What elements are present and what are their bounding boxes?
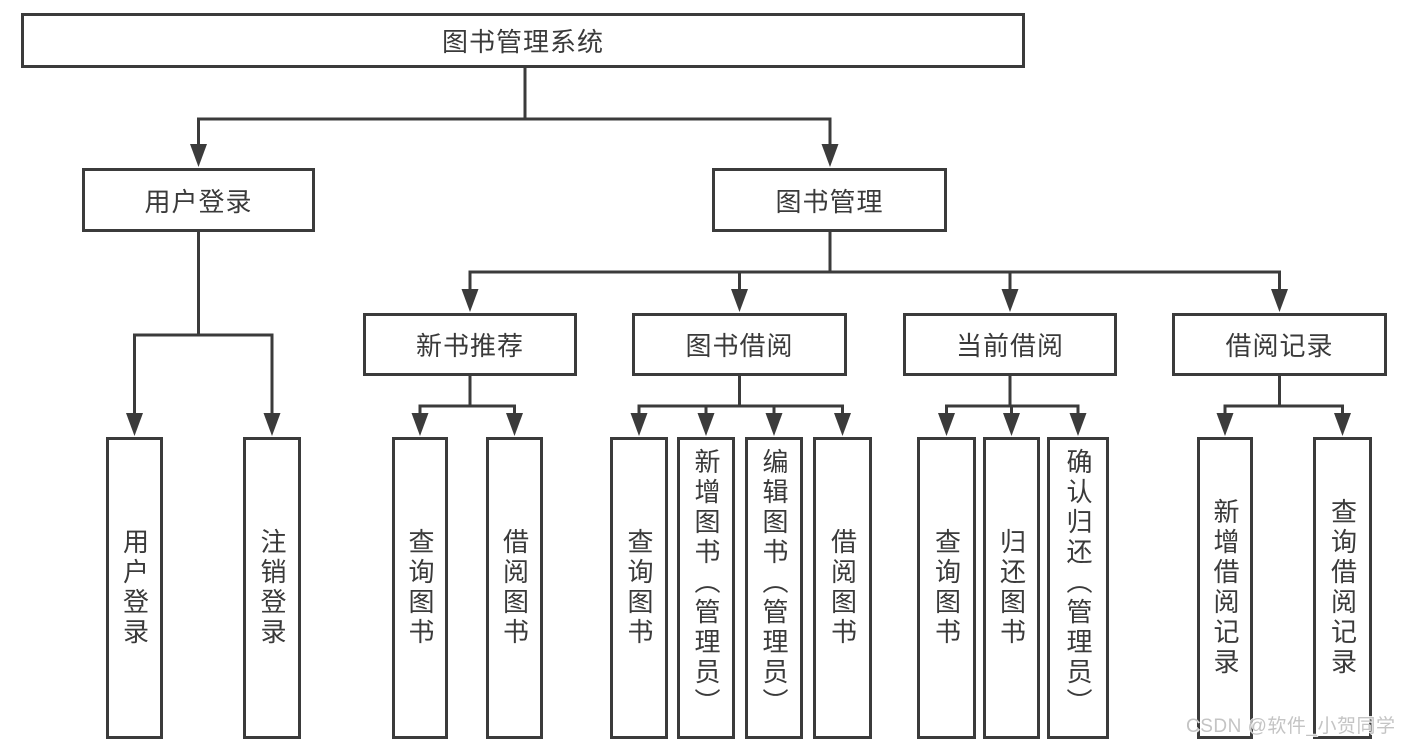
arrowhead [126, 413, 143, 436]
node-user-login: 用户登录 [82, 168, 315, 232]
leaf-return-books: 归还图书 [983, 437, 1040, 739]
arrowhead [938, 413, 955, 436]
leaf-label: 新增借阅记录 [1210, 498, 1240, 678]
arrowhead [263, 413, 281, 436]
arrowhead [697, 413, 715, 436]
leaf-label: 注销登录 [257, 528, 287, 648]
connector-book-borrow-children [630, 372, 851, 436]
arrowhead [461, 289, 479, 312]
arrowhead [1271, 289, 1288, 312]
leaf-label: 查询图书 [931, 528, 962, 648]
arrowhead [190, 144, 207, 167]
node-root: 图书管理系统 [21, 13, 1025, 68]
arrowhead [1216, 413, 1234, 436]
connector-current-borrow-children [938, 372, 1087, 436]
leaf-query-books-borrow: 查询图书 [610, 437, 668, 739]
node-current-borrow: 当前借阅 [903, 313, 1117, 376]
node-label: 图书管理系统 [441, 27, 604, 57]
connector-new-book-children [411, 372, 523, 436]
leaf-borrow-books-recommend: 借阅图书 [486, 437, 543, 739]
watermark: CSDN @软件_小贺同学 [1186, 716, 1396, 737]
arrowhead [506, 413, 523, 436]
node-label: 新书推荐 [415, 331, 524, 361]
node-label: 图书借阅 [685, 331, 794, 361]
leaf-user-login: 用户登录 [106, 437, 163, 739]
arrowhead [630, 413, 648, 436]
arrowhead [731, 289, 748, 312]
connector-user-login-children [126, 228, 281, 436]
leaf-label: 归还图书 [996, 528, 1027, 648]
leaf-query-books-current: 查询图书 [917, 437, 976, 739]
leaf-label: 查询图书 [405, 528, 435, 648]
leaf-borrow-books: 借阅图书 [813, 437, 872, 739]
leaf-add-borrow-record: 新增借阅记录 [1197, 437, 1253, 739]
node-new-book-recommend: 新书推荐 [363, 313, 577, 376]
leaf-edit-books-admin: 编辑图书（管理员） [745, 437, 803, 739]
leaf-label: 新增图书（管理员） [691, 448, 721, 718]
arrowhead [1003, 413, 1020, 436]
arrowhead [765, 413, 783, 436]
node-label: 用户登录 [144, 186, 253, 217]
connector-borrow-records-children [1216, 372, 1351, 436]
connector-book-management-children [461, 228, 1288, 312]
node-label: 借阅记录 [1225, 331, 1334, 361]
leaf-add-books-admin: 新增图书（管理员） [677, 437, 735, 739]
leaf-label: 查询图书 [624, 528, 654, 648]
node-label: 当前借阅 [955, 331, 1064, 361]
node-book-borrow: 图书借阅 [632, 313, 847, 376]
arrowhead [1334, 413, 1351, 436]
arrowhead [1069, 413, 1087, 436]
leaf-label: 借阅图书 [499, 528, 530, 648]
leaf-label: 查询借阅记录 [1327, 498, 1358, 678]
node-book-management: 图书管理 [712, 168, 947, 232]
arrowhead [1001, 289, 1019, 312]
connector-root-to-level2 [190, 64, 839, 167]
arrowhead [834, 413, 851, 436]
leaf-label: 借阅图书 [827, 528, 858, 648]
node-borrow-records: 借阅记录 [1172, 313, 1387, 376]
leaf-label: 用户登录 [119, 528, 150, 648]
leaf-query-books-recommend: 查询图书 [392, 437, 448, 739]
arrowhead [411, 413, 429, 436]
node-label: 图书管理 [775, 186, 884, 217]
leaf-logout: 注销登录 [243, 437, 301, 739]
arrowhead [821, 144, 839, 167]
leaf-label: 编辑图书（管理员） [759, 448, 789, 718]
leaf-label: 确认归还（管理员） [1063, 448, 1093, 718]
leaf-confirm-return-admin: 确认归还（管理员） [1047, 437, 1109, 739]
leaf-query-borrow-record: 查询借阅记录 [1313, 437, 1372, 739]
